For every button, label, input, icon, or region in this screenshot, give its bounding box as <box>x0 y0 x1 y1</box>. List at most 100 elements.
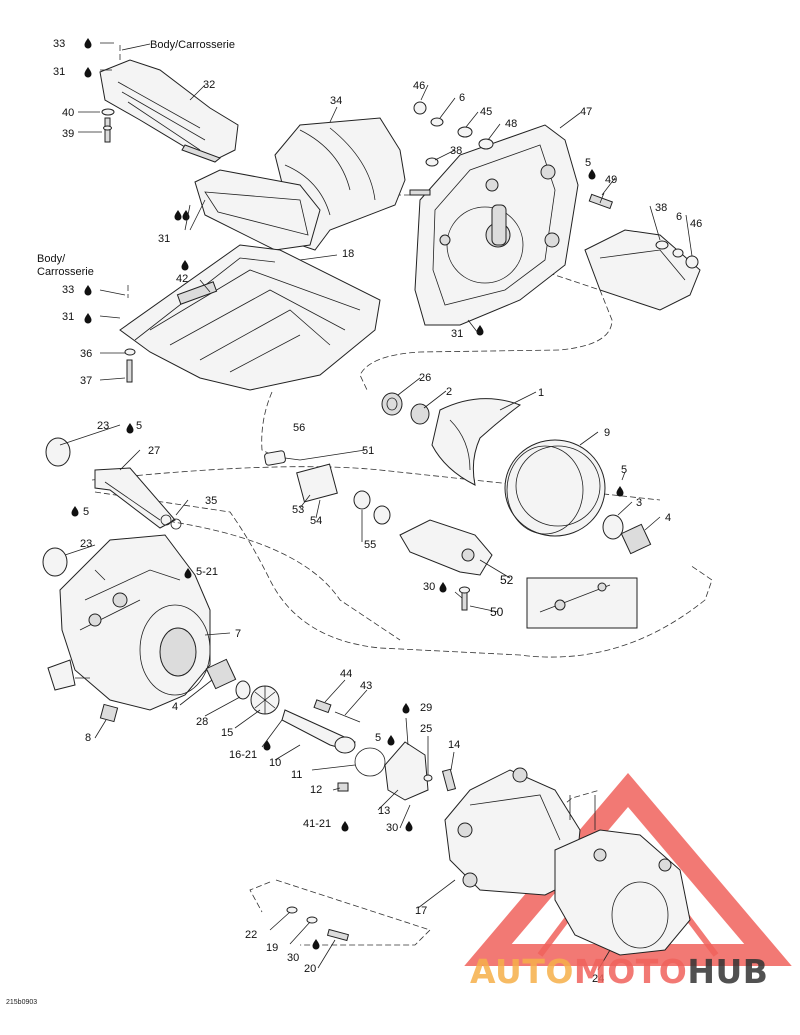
label-55: 55 <box>364 539 376 551</box>
label-17: 17 <box>415 905 427 917</box>
label-31a: 31 <box>53 66 65 78</box>
leader-lines <box>59 42 693 971</box>
label-40: 40 <box>62 107 74 119</box>
label-26: 26 <box>419 372 431 384</box>
part-43-44-bolt-and-adapter <box>313 699 361 723</box>
part-34-intake-cover <box>194 117 406 251</box>
label-51: 51 <box>362 445 374 457</box>
label-24: 24 <box>592 973 604 985</box>
drawing-code: 215b0903 <box>6 999 37 1006</box>
label-8: 8 <box>85 732 91 744</box>
part-12-plug <box>337 782 349 792</box>
label-56: 56 <box>293 422 305 434</box>
label-33a: 33 <box>53 38 65 50</box>
part-32-upper-bracket <box>99 59 239 163</box>
part-24-nozzle <box>554 795 691 956</box>
label-33b: 33 <box>62 284 74 296</box>
assembly-guide-lines <box>91 45 713 946</box>
label-49: 49 <box>605 174 617 186</box>
label-4a: 4 <box>665 512 671 524</box>
label-23-5: 23 <box>97 420 109 432</box>
label-13: 13 <box>378 805 390 817</box>
callout-labels: 33 Body/Carrosserie 31 32 40 39 3 4 31 Bo… <box>6 38 702 1006</box>
label-37: 37 <box>80 375 92 387</box>
label-1: 1 <box>538 387 544 399</box>
label-28: 28 <box>196 716 208 728</box>
label-15: 15 <box>221 727 233 739</box>
label-25: 25 <box>420 723 432 735</box>
part-23-bearing-top <box>45 437 71 467</box>
label-23-5-suffix: 5 <box>136 420 142 432</box>
part-2-bushing <box>410 403 430 425</box>
label-38b: 38 <box>655 202 667 214</box>
label-42: 42 <box>176 273 188 285</box>
part-15-impeller <box>250 685 280 715</box>
label-32: 32 <box>203 79 215 91</box>
label-43: 43 <box>360 680 372 692</box>
part-13-cover <box>384 741 429 801</box>
label-35: 35 <box>205 495 217 507</box>
label-10: 10 <box>269 757 281 769</box>
part-8-nut <box>99 703 119 723</box>
part-55-bushing <box>353 490 391 525</box>
label-31d: 31 <box>451 328 463 340</box>
part-53-54-clips <box>296 463 338 503</box>
label-30b: 30 <box>386 822 398 834</box>
label-body-left-1: Body/ <box>37 253 66 265</box>
label-31c: 31 <box>62 311 74 323</box>
part-50-screw <box>459 586 470 611</box>
part-11-o-ring <box>354 747 386 777</box>
part-47-pump-support <box>409 124 579 326</box>
label-body-left-2: Carrosserie <box>37 266 94 278</box>
label-5a: 5 <box>585 157 591 169</box>
part-39-40-screw-washer <box>101 108 115 143</box>
label-44: 44 <box>340 668 352 680</box>
label-3: 3 <box>636 497 642 509</box>
label-52: 52 <box>500 573 514 587</box>
label-39: 39 <box>62 128 74 140</box>
part-7-pump-housing <box>47 534 211 711</box>
part-19-20-22-fasteners <box>286 906 350 942</box>
part-9-wear-ring <box>504 439 606 537</box>
label-54: 54 <box>310 515 322 527</box>
label-27: 27 <box>148 445 160 457</box>
label-5c: 5 <box>83 506 89 518</box>
watermark-wordmark: AUTOMOTOHUB <box>470 952 768 991</box>
label-48: 48 <box>505 118 517 130</box>
label-29: 29 <box>420 702 432 714</box>
part-36-37-bolt-washer <box>124 348 136 383</box>
part-1-wear-ring-shield <box>431 398 522 486</box>
label-20: 20 <box>304 963 316 975</box>
label-6b: 6 <box>676 211 682 223</box>
label-38a: 38 <box>450 145 462 157</box>
part-18-ride-plate <box>119 244 381 391</box>
label-41-21: 41-21 <box>303 818 331 830</box>
label-body-top: Body/Carrosserie <box>150 39 235 51</box>
part-56-connector <box>264 450 286 466</box>
part-46-45-48-nuts-washers <box>413 101 494 167</box>
label-36: 36 <box>80 348 92 360</box>
label-46a: 46 <box>413 80 425 92</box>
label-12: 12 <box>310 784 322 796</box>
part-14-25-screw-washer <box>423 768 457 792</box>
label-18: 18 <box>342 248 354 260</box>
part-26-seal <box>381 392 403 416</box>
label-22: 22 <box>245 929 257 941</box>
label-30c: 30 <box>287 952 299 964</box>
label-47: 47 <box>580 106 592 118</box>
label-50: 50 <box>490 605 504 619</box>
label-9: 9 <box>604 427 610 439</box>
part-49-steering-support <box>584 193 701 311</box>
label-46b: 46 <box>690 218 702 230</box>
label-31b: 31 <box>158 233 170 245</box>
part-35-o-rings <box>160 514 182 530</box>
label-7: 7 <box>235 628 241 640</box>
label-11: 11 <box>291 769 302 781</box>
watermark-part-moto: MOTO <box>574 952 687 991</box>
label-2: 2 <box>446 386 452 398</box>
part-4-bearing <box>205 658 237 690</box>
label-5d: 5 <box>375 732 381 744</box>
label-45: 45 <box>480 106 492 118</box>
label-5-21: 5-21 <box>196 566 218 578</box>
